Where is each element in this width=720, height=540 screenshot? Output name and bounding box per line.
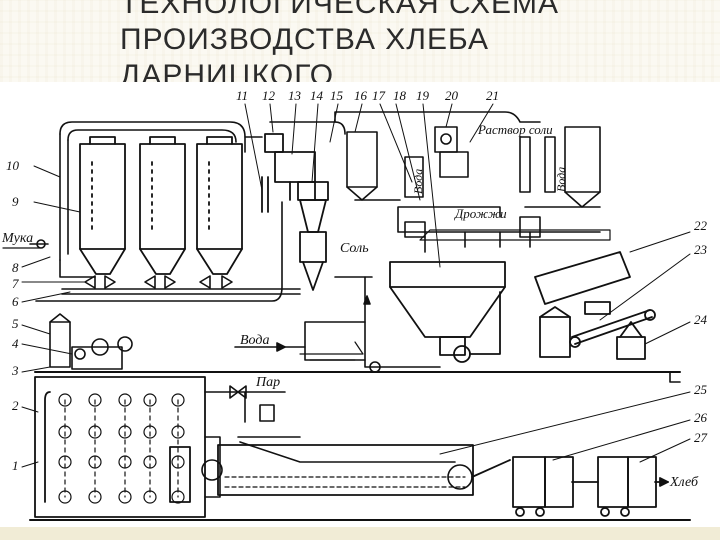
bunker-and-mixer <box>49 313 133 370</box>
callout-20: 20 <box>445 88 459 103</box>
process-diagram: 10 9 8 7 6 5 4 3 2 1 11 12 13 14 15 16 1… <box>1 88 708 521</box>
callout-15: 15 <box>330 88 344 103</box>
slide-title: ТЕХНОЛОГИЧЕСКАЯ СХЕМА ПРОИЗВОДСТВА ХЛЕБА… <box>120 0 680 94</box>
callout-18: 18 <box>393 88 407 103</box>
callout-1: 1 <box>12 458 19 473</box>
label-salt-solution: Раствор соли <box>477 122 553 137</box>
silo-feeders <box>36 239 233 289</box>
callout-13: 13 <box>288 88 302 103</box>
callout-26: 26 <box>694 410 708 425</box>
stream-labels: Мука Соль Вода Раствор соли Вода Вода Др… <box>1 122 699 490</box>
callout-8: 8 <box>12 260 19 275</box>
callout-14: 14 <box>310 88 324 103</box>
flour-silos <box>79 136 243 275</box>
dough-preparation-units <box>346 126 611 253</box>
label-bread: Хлеб <box>669 475 699 490</box>
label-water-top-a: Вода <box>411 169 425 194</box>
callout-12: 12 <box>262 88 276 103</box>
callout-19: 19 <box>416 88 430 103</box>
callout-11: 11 <box>236 88 248 103</box>
callout-numbers-right: 22 23 24 25 26 27 <box>694 218 708 445</box>
callout-6: 6 <box>12 294 19 309</box>
baking-oven <box>201 385 474 498</box>
title-line-2: ПРОИЗВОДСТВА ХЛЕБА <box>120 23 490 56</box>
callout-16: 16 <box>354 88 368 103</box>
callout-10: 10 <box>6 158 20 173</box>
callout-21: 21 <box>486 88 499 103</box>
cooling-racks <box>471 456 669 517</box>
cyclone-separator <box>261 133 329 291</box>
callout-7: 7 <box>12 276 19 291</box>
callout-17: 17 <box>372 88 386 103</box>
callout-27: 27 <box>694 430 708 445</box>
label-flour: Мука <box>1 231 33 246</box>
callout-25: 25 <box>694 382 708 397</box>
callout-numbers-top: 11 12 13 14 15 16 17 18 19 20 21 <box>236 88 499 103</box>
callout-9: 9 <box>12 194 19 209</box>
salt-dissolver <box>234 276 441 373</box>
callout-24: 24 <box>694 312 708 327</box>
callout-leaders <box>21 103 691 468</box>
label-steam: Пар <box>255 375 280 390</box>
label-water-top-b: Вода <box>554 167 568 192</box>
proofing-cabinet <box>34 376 206 518</box>
flour-pipelines <box>29 111 541 302</box>
callout-numbers-left: 10 9 8 7 6 5 4 3 2 1 <box>6 158 20 473</box>
callout-4: 4 <box>12 336 19 351</box>
title-line-1: ТЕХНОЛОГИЧЕСКАЯ СХЕМА <box>120 0 559 20</box>
label-water-left: Вода <box>240 333 269 348</box>
label-yeast: Дрожжи <box>453 206 507 221</box>
callout-5: 5 <box>12 316 19 331</box>
dough-hopper <box>389 261 506 363</box>
callout-22: 22 <box>694 218 708 233</box>
label-salt: Соль <box>340 241 369 256</box>
callout-3: 3 <box>11 363 19 378</box>
callout-23: 23 <box>694 242 708 257</box>
bottom-band <box>0 527 720 540</box>
callout-2: 2 <box>12 398 19 413</box>
dough-divider <box>534 251 656 360</box>
